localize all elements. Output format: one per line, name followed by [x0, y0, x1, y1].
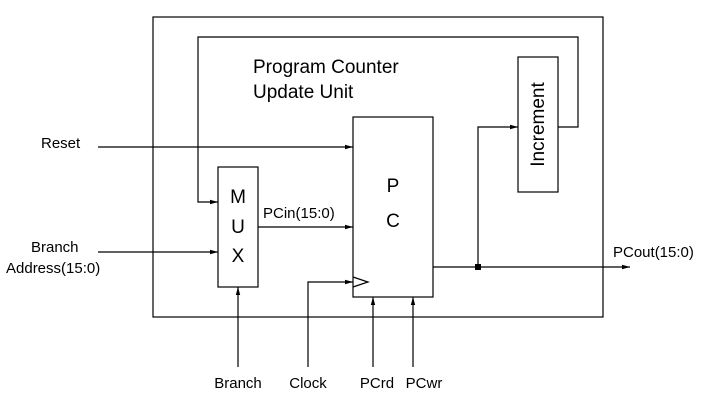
- mux-letter-x: X: [232, 246, 245, 267]
- pcin-label: PCin(15:0): [263, 205, 335, 222]
- clock-label: Clock: [289, 375, 327, 392]
- clock-wire: [307, 279, 353, 367]
- mux-letter-u: U: [231, 217, 245, 238]
- increment-block: [517, 56, 559, 193]
- pc-register-block: [352, 116, 434, 298]
- mux-letter-m: M: [230, 187, 246, 208]
- clock-input-triangle-icon: [352, 276, 370, 288]
- pcout-label: PCout(15:0): [613, 244, 694, 261]
- reset-label: Reset: [41, 135, 81, 152]
- increment-feedback-wire: [197, 36, 579, 205]
- branch-address-label-line1: Branch: [31, 239, 79, 256]
- pcwr-label: PCwr: [406, 375, 443, 392]
- pcrd-label: PCrd: [360, 375, 394, 392]
- unit-title-line2: Update Unit: [253, 82, 354, 103]
- branch-address-label-line2: Address(15:0): [6, 260, 100, 277]
- unit-title-line1: Program Counter: [253, 57, 399, 78]
- mux-block: [217, 166, 259, 288]
- pc-letter-p: P: [387, 176, 400, 197]
- pc-letter-c: C: [386, 211, 400, 232]
- increment-label: Increment: [528, 82, 549, 167]
- increment-input-wire: [477, 124, 518, 267]
- update-unit-boundary: [152, 16, 604, 318]
- branch-control-label: Branch: [214, 375, 262, 392]
